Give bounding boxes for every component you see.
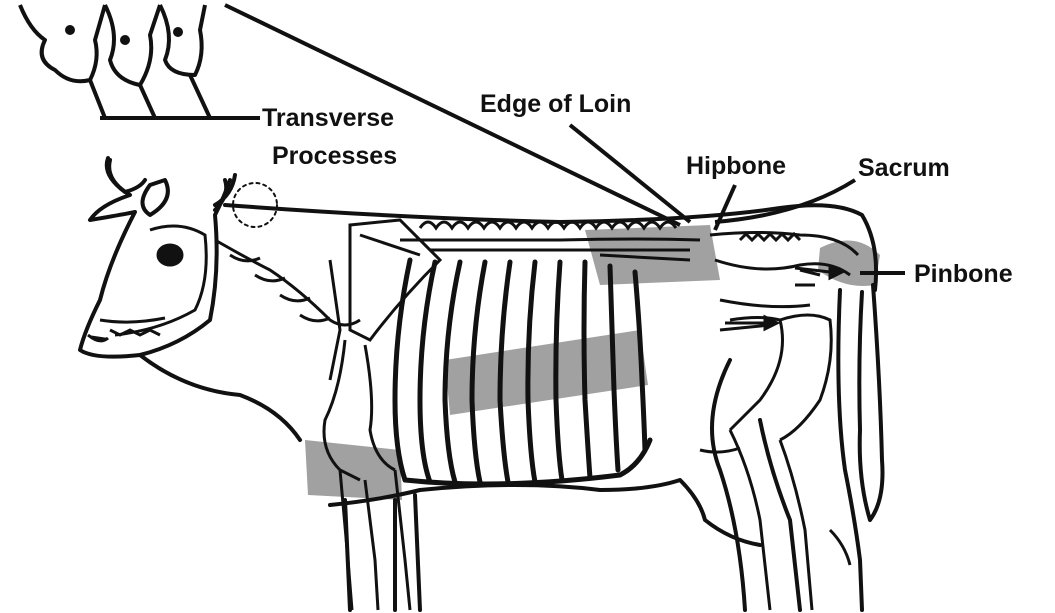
pointer-edge-of-loin xyxy=(570,125,690,222)
pointer-lines xyxy=(225,5,905,273)
label-transverse-processes-line2: Processes xyxy=(272,142,397,171)
highlight-brisket xyxy=(305,440,402,500)
label-edge-of-loin: Edge of Loin xyxy=(480,90,631,119)
label-hipbone: Hipbone xyxy=(686,152,786,181)
hind-leg-bones xyxy=(700,315,850,610)
spine xyxy=(215,222,858,325)
vertebrae-inset xyxy=(20,5,260,118)
label-pinbone: Pinbone xyxy=(914,260,1013,289)
label-transverse-processes-line1: Transverse xyxy=(262,104,394,133)
label-sacrum: Sacrum xyxy=(858,154,950,183)
